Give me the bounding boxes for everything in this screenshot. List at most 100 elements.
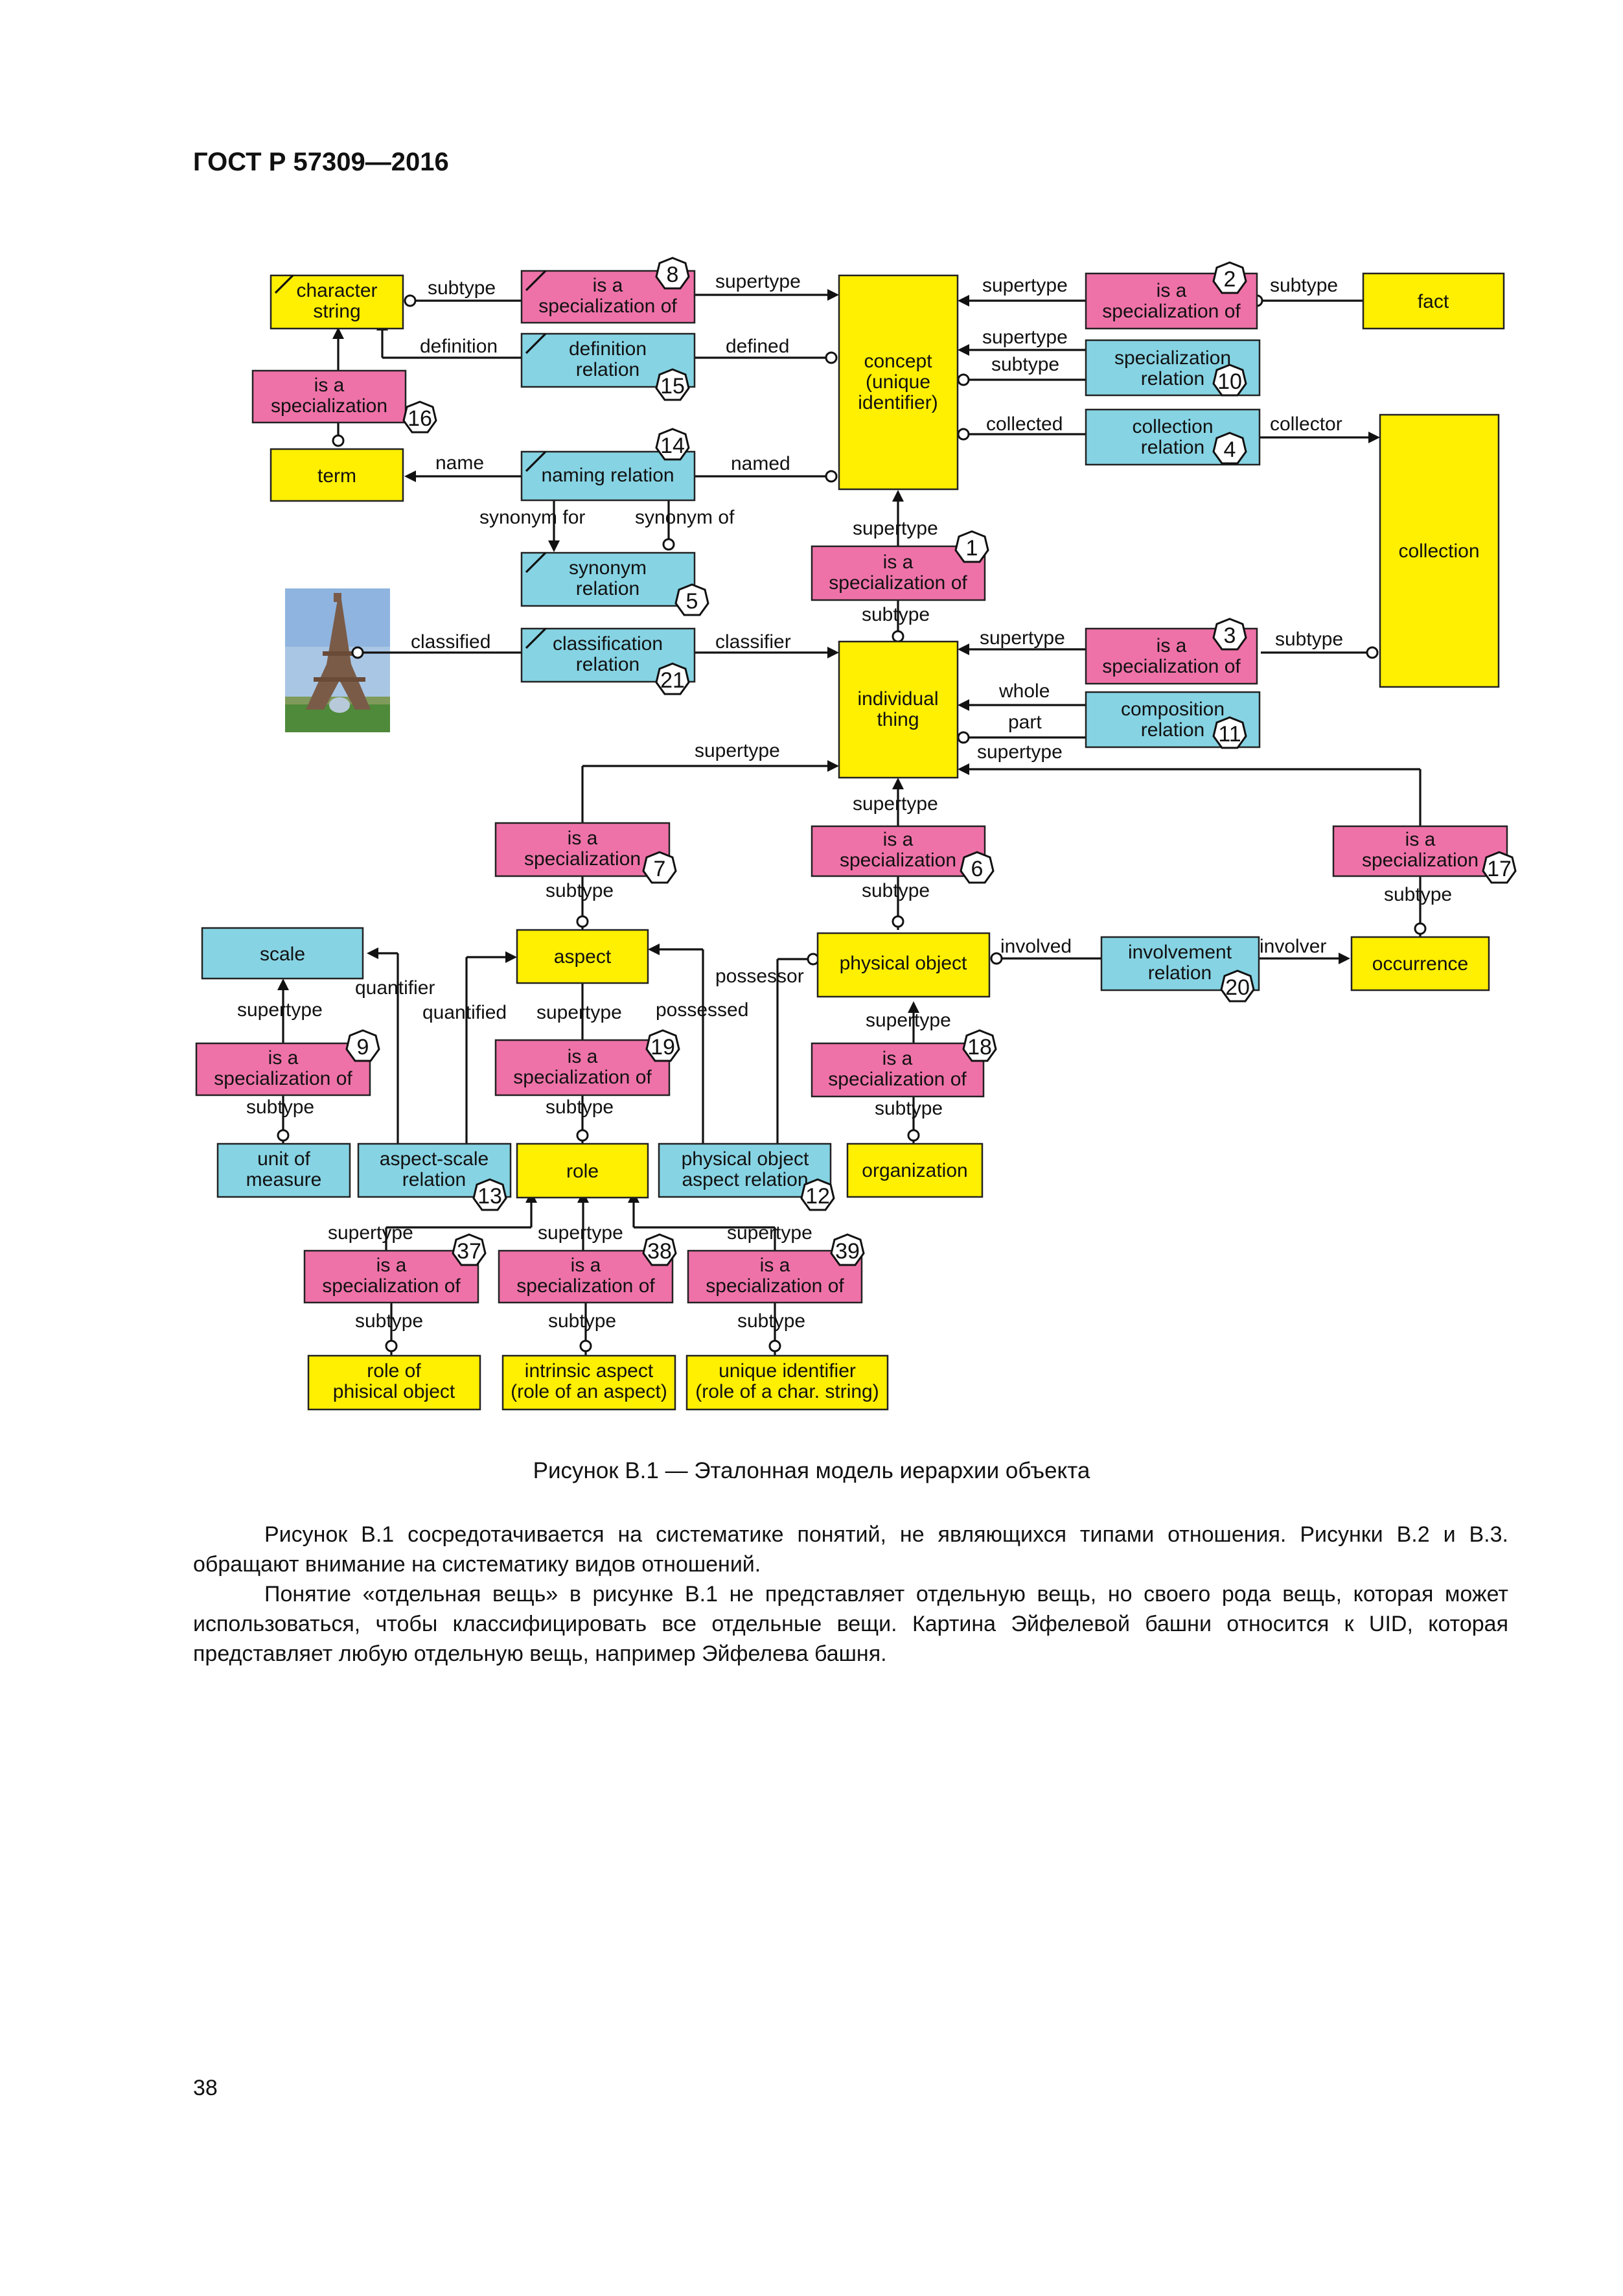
svg-text:specialization of: specialization of [214, 1068, 352, 1089]
svg-text:4: 4 [1224, 437, 1236, 462]
svg-text:6: 6 [971, 857, 984, 881]
svg-text:quantified: quantified [422, 1002, 507, 1023]
svg-text:physical object: physical object [682, 1148, 809, 1170]
svg-text:relation: relation [1141, 437, 1204, 458]
svg-text:15: 15 [660, 374, 685, 399]
svg-text:naming relation: naming relation [541, 465, 674, 486]
svg-text:specialization: specialization [271, 395, 387, 417]
svg-text:synonym: synonym [569, 557, 647, 579]
badge-39: 39 [830, 1233, 865, 1266]
svg-text:supertype: supertype [715, 271, 801, 292]
svg-text:is a: is a [571, 1255, 601, 1276]
svg-text:subtype: subtype [355, 1310, 423, 1332]
connector-lines [277, 289, 1427, 1356]
svg-text:definition: definition [420, 336, 498, 357]
box-role: role [516, 1142, 649, 1199]
svg-text:10: 10 [1217, 369, 1242, 394]
box-unique-identifier: unique identifier (role of a char. strin… [685, 1354, 889, 1411]
svg-text:39: 39 [835, 1239, 860, 1264]
svg-text:character: character [296, 280, 377, 301]
svg-text:classified: classified [411, 631, 490, 653]
svg-text:definition: definition [569, 338, 647, 360]
badge-3: 3 [1212, 618, 1247, 651]
svg-text:is a: is a [883, 829, 914, 850]
svg-text:supertype: supertype [853, 793, 938, 815]
box-spec18: is a specialization of [811, 1042, 985, 1098]
svg-text:supertype: supertype [536, 1002, 622, 1023]
svg-text:specialization of: specialization of [1102, 656, 1241, 677]
svg-text:is a: is a [268, 1047, 299, 1069]
badge-14: 14 [655, 428, 690, 461]
svg-text:specialization of: specialization of [513, 1067, 652, 1088]
box-scale: scale [201, 927, 364, 980]
svg-text:specialization: specialization [1362, 850, 1479, 871]
box-spec3: is a specialization of [1085, 627, 1258, 685]
svg-text:specialization of: specialization of [1102, 301, 1241, 322]
svg-text:20: 20 [1225, 975, 1250, 1000]
badge-17: 17 [1482, 851, 1517, 884]
body-paragraph-1: Рисунок В.1 сосредотачивается на система… [193, 1522, 1508, 1577]
svg-text:11: 11 [1218, 722, 1241, 747]
box-role-of-physical-object: role of phisical object [307, 1354, 481, 1411]
box-synonym-relation: synonym relation [520, 551, 696, 607]
svg-text:individual: individual [857, 688, 938, 710]
box-character-string: character string [270, 274, 404, 330]
box-spec16: is a specialization [251, 369, 407, 424]
box-spec37: is a specialization of [303, 1249, 479, 1304]
svg-text:measure: measure [246, 1169, 322, 1190]
svg-text:specialization of: specialization of [322, 1275, 461, 1297]
svg-text:specialization: specialization [1114, 347, 1231, 369]
badge-11: 11 [1212, 716, 1247, 749]
svg-text:synonym for: synonym for [479, 507, 585, 528]
box-organization: organization [846, 1142, 984, 1198]
svg-text:is a: is a [314, 375, 345, 396]
svg-text:subtype: subtype [862, 880, 930, 901]
box-spec38: is a specialization of [498, 1249, 674, 1304]
svg-text:is a: is a [593, 275, 623, 296]
box-fact: fact [1362, 272, 1505, 330]
object-hierarchy-diagram: character string term is a specializatio… [195, 257, 1517, 1411]
svg-text:collector: collector [1270, 413, 1342, 435]
svg-text:subtype: subtype [546, 1096, 614, 1118]
box-spec1: is a specialization of [811, 545, 986, 601]
svg-text:composition: composition [1121, 699, 1225, 720]
svg-text:subtype: subtype [1270, 275, 1338, 296]
svg-text:3: 3 [1224, 623, 1236, 648]
svg-text:named: named [731, 453, 790, 474]
svg-text:supertype: supertype [328, 1222, 413, 1244]
svg-text:involvement: involvement [1128, 942, 1232, 963]
svg-text:21: 21 [660, 668, 685, 693]
figure-caption: Рисунок В.1 — Эталонная модель иерархии … [533, 1458, 1090, 1483]
svg-text:specialization of: specialization of [516, 1275, 655, 1297]
svg-text:37: 37 [457, 1239, 481, 1264]
svg-text:unique identifier: unique identifier [719, 1360, 856, 1382]
box-intrinsic-aspect: intrinsic aspect (role of an aspect) [501, 1354, 676, 1411]
box-spec17: is a specialization [1332, 825, 1508, 877]
svg-text:specialization of: specialization of [706, 1275, 844, 1297]
svg-text:relation: relation [402, 1169, 466, 1190]
box-concept: concept (unique identifier) [838, 274, 959, 491]
box-spec6: is a specialization [811, 825, 986, 877]
svg-text:phisical object: phisical object [333, 1381, 455, 1402]
svg-text:aspect relation: aspect relation [682, 1169, 808, 1190]
svg-text:38: 38 [647, 1239, 672, 1264]
svg-text:part: part [1008, 712, 1042, 733]
badge-8: 8 [655, 257, 690, 290]
svg-text:is a: is a [1157, 280, 1187, 301]
svg-text:is a: is a [883, 551, 914, 573]
svg-text:subtype: subtype [246, 1096, 314, 1118]
svg-text:collected: collected [986, 413, 1063, 435]
badge-12: 12 [800, 1178, 835, 1211]
badge-38: 38 [642, 1233, 677, 1266]
svg-text:subtype: subtype [737, 1310, 805, 1332]
svg-text:is a: is a [568, 828, 598, 849]
svg-text:possessed: possessed [656, 999, 748, 1021]
svg-text:specialization of: specialization of [828, 1069, 967, 1090]
svg-text:classification: classification [553, 633, 663, 655]
svg-text:name: name [435, 452, 484, 474]
svg-text:organization: organization [862, 1160, 967, 1181]
badge-19: 19 [645, 1029, 680, 1062]
box-spec7: is a specialization [494, 822, 671, 877]
box-spec9: is a specialization of [195, 1042, 371, 1096]
svg-text:2: 2 [1224, 267, 1236, 292]
